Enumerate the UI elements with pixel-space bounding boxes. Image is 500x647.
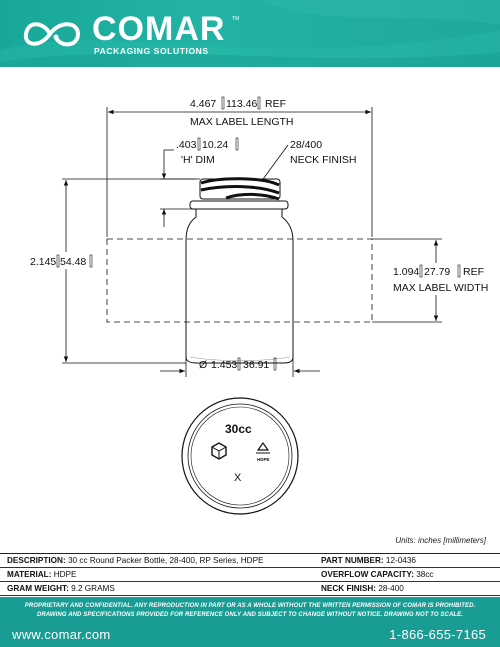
h-dim-mm: 10.24 [202,139,228,151]
spec-label: OVERFLOW CAPACITY: [321,570,414,579]
spec-table: DESCRIPTION: 30 cc Round Packer Bottle, … [0,553,500,597]
header-wave-decoration [0,0,500,67]
height-dimension: 2.145 54.48 [30,178,200,364]
neck-finish-value: 28/400 [290,139,322,151]
infinity-loop-icon [23,22,81,47]
brand-tagline: PACKAGING SOLUTIONS [94,46,209,56]
label-width-dimension: 1.094 27.79 REF MAX LABEL WIDTH [372,238,488,323]
diameter-symbol: Ø [199,359,207,371]
footer-banner: PROPRIETARY AND CONFIDENTIAL. ANY REPROD… [0,597,500,647]
height-value: 2.145 [30,256,56,268]
bottom-capacity: 30cc [225,422,252,436]
mold-hexagon-icon [211,442,227,460]
spec-label: DESCRIPTION: [7,556,66,565]
diameter-value: 1.453 [211,359,237,371]
spec-value: 38cc [416,570,434,579]
spec-row: DESCRIPTION: 30 cc Round Packer Bottle, … [0,554,500,568]
label-area-outline [106,238,373,323]
disclaimer-line: DRAWING AND SPECIFICATIONS PROVIDED FOR … [36,612,464,618]
phone-number[interactable]: 1-866-655-7165 [389,627,486,642]
bottle-side-view [185,177,294,364]
spec-label: PART NUMBER: [321,556,384,565]
spec-label: MATERIAL: [7,570,52,579]
label-width-value: 1.094 [393,266,419,278]
spec-value: 9.2 GRAMS [71,584,115,593]
spec-value: HDPE [53,570,77,579]
h-dimension: .403 10.24 'H' DIM [160,137,239,227]
spec-label: GRAM WEIGHT: [7,584,69,593]
label-width-caption: MAX LABEL WIDTH [393,282,488,294]
spec-value: 28-400 [378,584,404,593]
label-length-caption: MAX LABEL LENGTH [190,116,293,128]
label-length-dimension: 4.467 113.46 REF MAX LABEL LENGTH [106,96,373,237]
bottom-mark: X [234,472,242,484]
spec-label: NECK FINISH: [321,584,377,593]
spec-row: MATERIAL: HDPE OVERFLOW CAPACITY: 38cc [0,568,500,582]
spec-value: 30 cc Round Packer Bottle, 28-400, RP Se… [67,556,264,565]
label-length-ref: REF [265,98,286,110]
label-length-mm: 113.46 [226,98,257,110]
h-dim-value: .403 [176,139,197,151]
neck-finish-caption: NECK FINISH [290,154,357,166]
bottle-bottom-view: 30cc X [181,397,299,515]
disclaimer: PROPRIETARY AND CONFIDENTIAL. ANY REPROD… [0,602,500,620]
spec-row: GRAM WEIGHT: 9.2 GRAMS NECK FINISH: 28-4… [0,582,500,596]
recycle-label: HDPE [257,457,270,462]
h-dim-caption: 'H' DIM [181,154,215,166]
neck-finish-callout: 28/400 NECK FINISH [257,139,357,187]
header-banner: COMAR TM PACKAGING SOLUTIONS [0,0,500,67]
units-note: Units: inches [millimeters] [395,536,486,545]
spec-value: 12-0436 [385,556,416,565]
label-width-mm: 27.79 [424,266,450,278]
technical-drawing: 4.467 113.46 REF MAX LABEL LENGTH .403 1… [30,96,488,515]
website-link[interactable]: www.comar.com [12,627,111,642]
disclaimer-line: PROPRIETARY AND CONFIDENTIAL. ANY REPROD… [24,603,476,609]
recycle-symbol-icon: HDPE [256,441,270,462]
brand-trademark: TM [232,16,240,22]
label-length-value: 4.467 [190,98,216,110]
height-mm: 54.48 [60,256,86,268]
brand-name: COMAR [92,10,226,48]
diameter-mm: 36.91 [243,359,269,371]
label-width-ref: REF [463,266,484,278]
diameter-dimension: Ø 1.453 36.91 [160,347,320,377]
